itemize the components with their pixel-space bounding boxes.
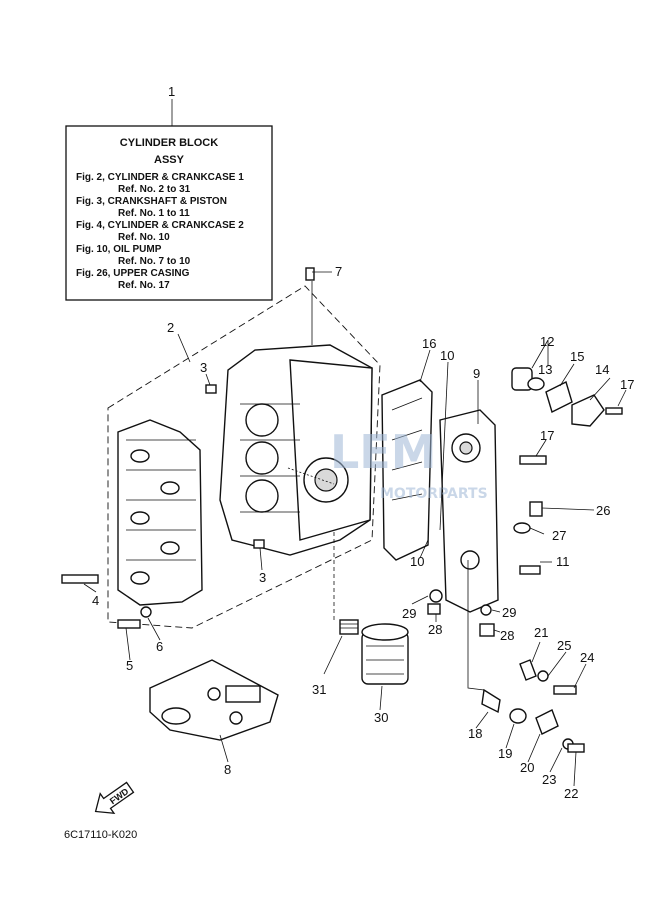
info-line-6: Fig. 10, OIL PUMP [76, 244, 162, 255]
callout-28b: 28 [500, 628, 514, 643]
exhaust-cover-part [439, 409, 499, 613]
callout-12: 12 [540, 334, 554, 349]
callout-24: 24 [580, 650, 594, 665]
callout-20: 20 [520, 760, 534, 775]
exhaust-gasket-part [381, 379, 433, 561]
info-line-8: Fig. 26, UPPER CASING [76, 268, 190, 279]
callout-14: 14 [595, 362, 609, 377]
watermark-brand: LEM [330, 425, 437, 479]
callout-26: 26 [596, 503, 610, 518]
callout-13: 13 [538, 362, 552, 377]
assembly-outline [107, 285, 381, 629]
info-line-1: Ref. No. 2 to 31 [118, 184, 191, 195]
callout-7: 7 [335, 264, 342, 279]
callout-17b: 17 [540, 428, 554, 443]
callout-15: 15 [570, 349, 584, 364]
base-gasket-part [149, 659, 279, 741]
info-title-line1: CYLINDER BLOCK [120, 137, 218, 149]
callout-11: 11 [556, 554, 570, 569]
callout-19: 19 [498, 746, 512, 761]
cylinder-block-part [219, 267, 373, 556]
callout-23: 23 [542, 772, 556, 787]
info-line-9: Ref. No. 17 [118, 280, 170, 291]
callout-1: 1 [168, 84, 175, 99]
watermark-sub: MOTORPARTS [380, 486, 488, 502]
watermark: LEM MOTORPARTS [330, 425, 488, 502]
callout-31: 31 [312, 682, 326, 697]
callout-27: 27 [552, 528, 566, 543]
callout-9: 9 [473, 366, 480, 381]
fwd-arrow-icon: FWD [94, 781, 135, 815]
thermostat-group [511, 367, 623, 427]
callout-2: 2 [167, 320, 174, 335]
crankcase-part [117, 419, 203, 606]
callout-22: 22 [564, 786, 578, 801]
info-line-5: Ref. No. 10 [118, 232, 170, 243]
callouts: 2 3 3 4 5 6 7 8 9 10 10 11 12 13 14 15 1… [92, 264, 634, 801]
callout-30: 30 [374, 710, 388, 725]
filter-fitting-part [333, 532, 359, 635]
callout-17a: 17 [620, 377, 634, 392]
callout-16: 16 [422, 336, 436, 351]
callout-25: 25 [557, 638, 571, 653]
info-line-0: Fig. 2, CYLINDER & CRANKCASE 1 [76, 172, 244, 183]
info-line-7: Ref. No. 7 to 10 [118, 256, 191, 267]
callout-28a: 28 [428, 622, 442, 637]
callout-4: 4 [92, 593, 99, 608]
callout-10a: 10 [440, 348, 454, 363]
callout-3a: 3 [200, 360, 207, 375]
callout-6: 6 [156, 639, 163, 654]
oil-filter-part [361, 623, 409, 685]
callout-29b: 29 [502, 605, 516, 620]
info-box: 1 CYLINDER BLOCK ASSY Fig. 2, CYLINDER &… [65, 84, 273, 301]
callout-29a: 29 [402, 606, 416, 621]
info-title-line2: ASSY [154, 154, 185, 166]
callout-21: 21 [534, 625, 548, 640]
callout-8: 8 [224, 762, 231, 777]
callout-18: 18 [468, 726, 482, 741]
info-line-4: Fig. 4, CYLINDER & CRANKCASE 2 [76, 220, 244, 231]
info-line-3: Ref. No. 1 to 11 [118, 208, 190, 219]
callout-10b: 10 [410, 554, 424, 569]
hardware-parts [61, 384, 585, 753]
leader-lines [83, 271, 627, 787]
callout-5: 5 [126, 658, 133, 673]
info-line-2: Fig. 3, CRANKSHAFT & PISTON [76, 196, 227, 207]
callout-3b: 3 [259, 570, 266, 585]
diagram-code: 6C17110-K020 [64, 829, 137, 841]
